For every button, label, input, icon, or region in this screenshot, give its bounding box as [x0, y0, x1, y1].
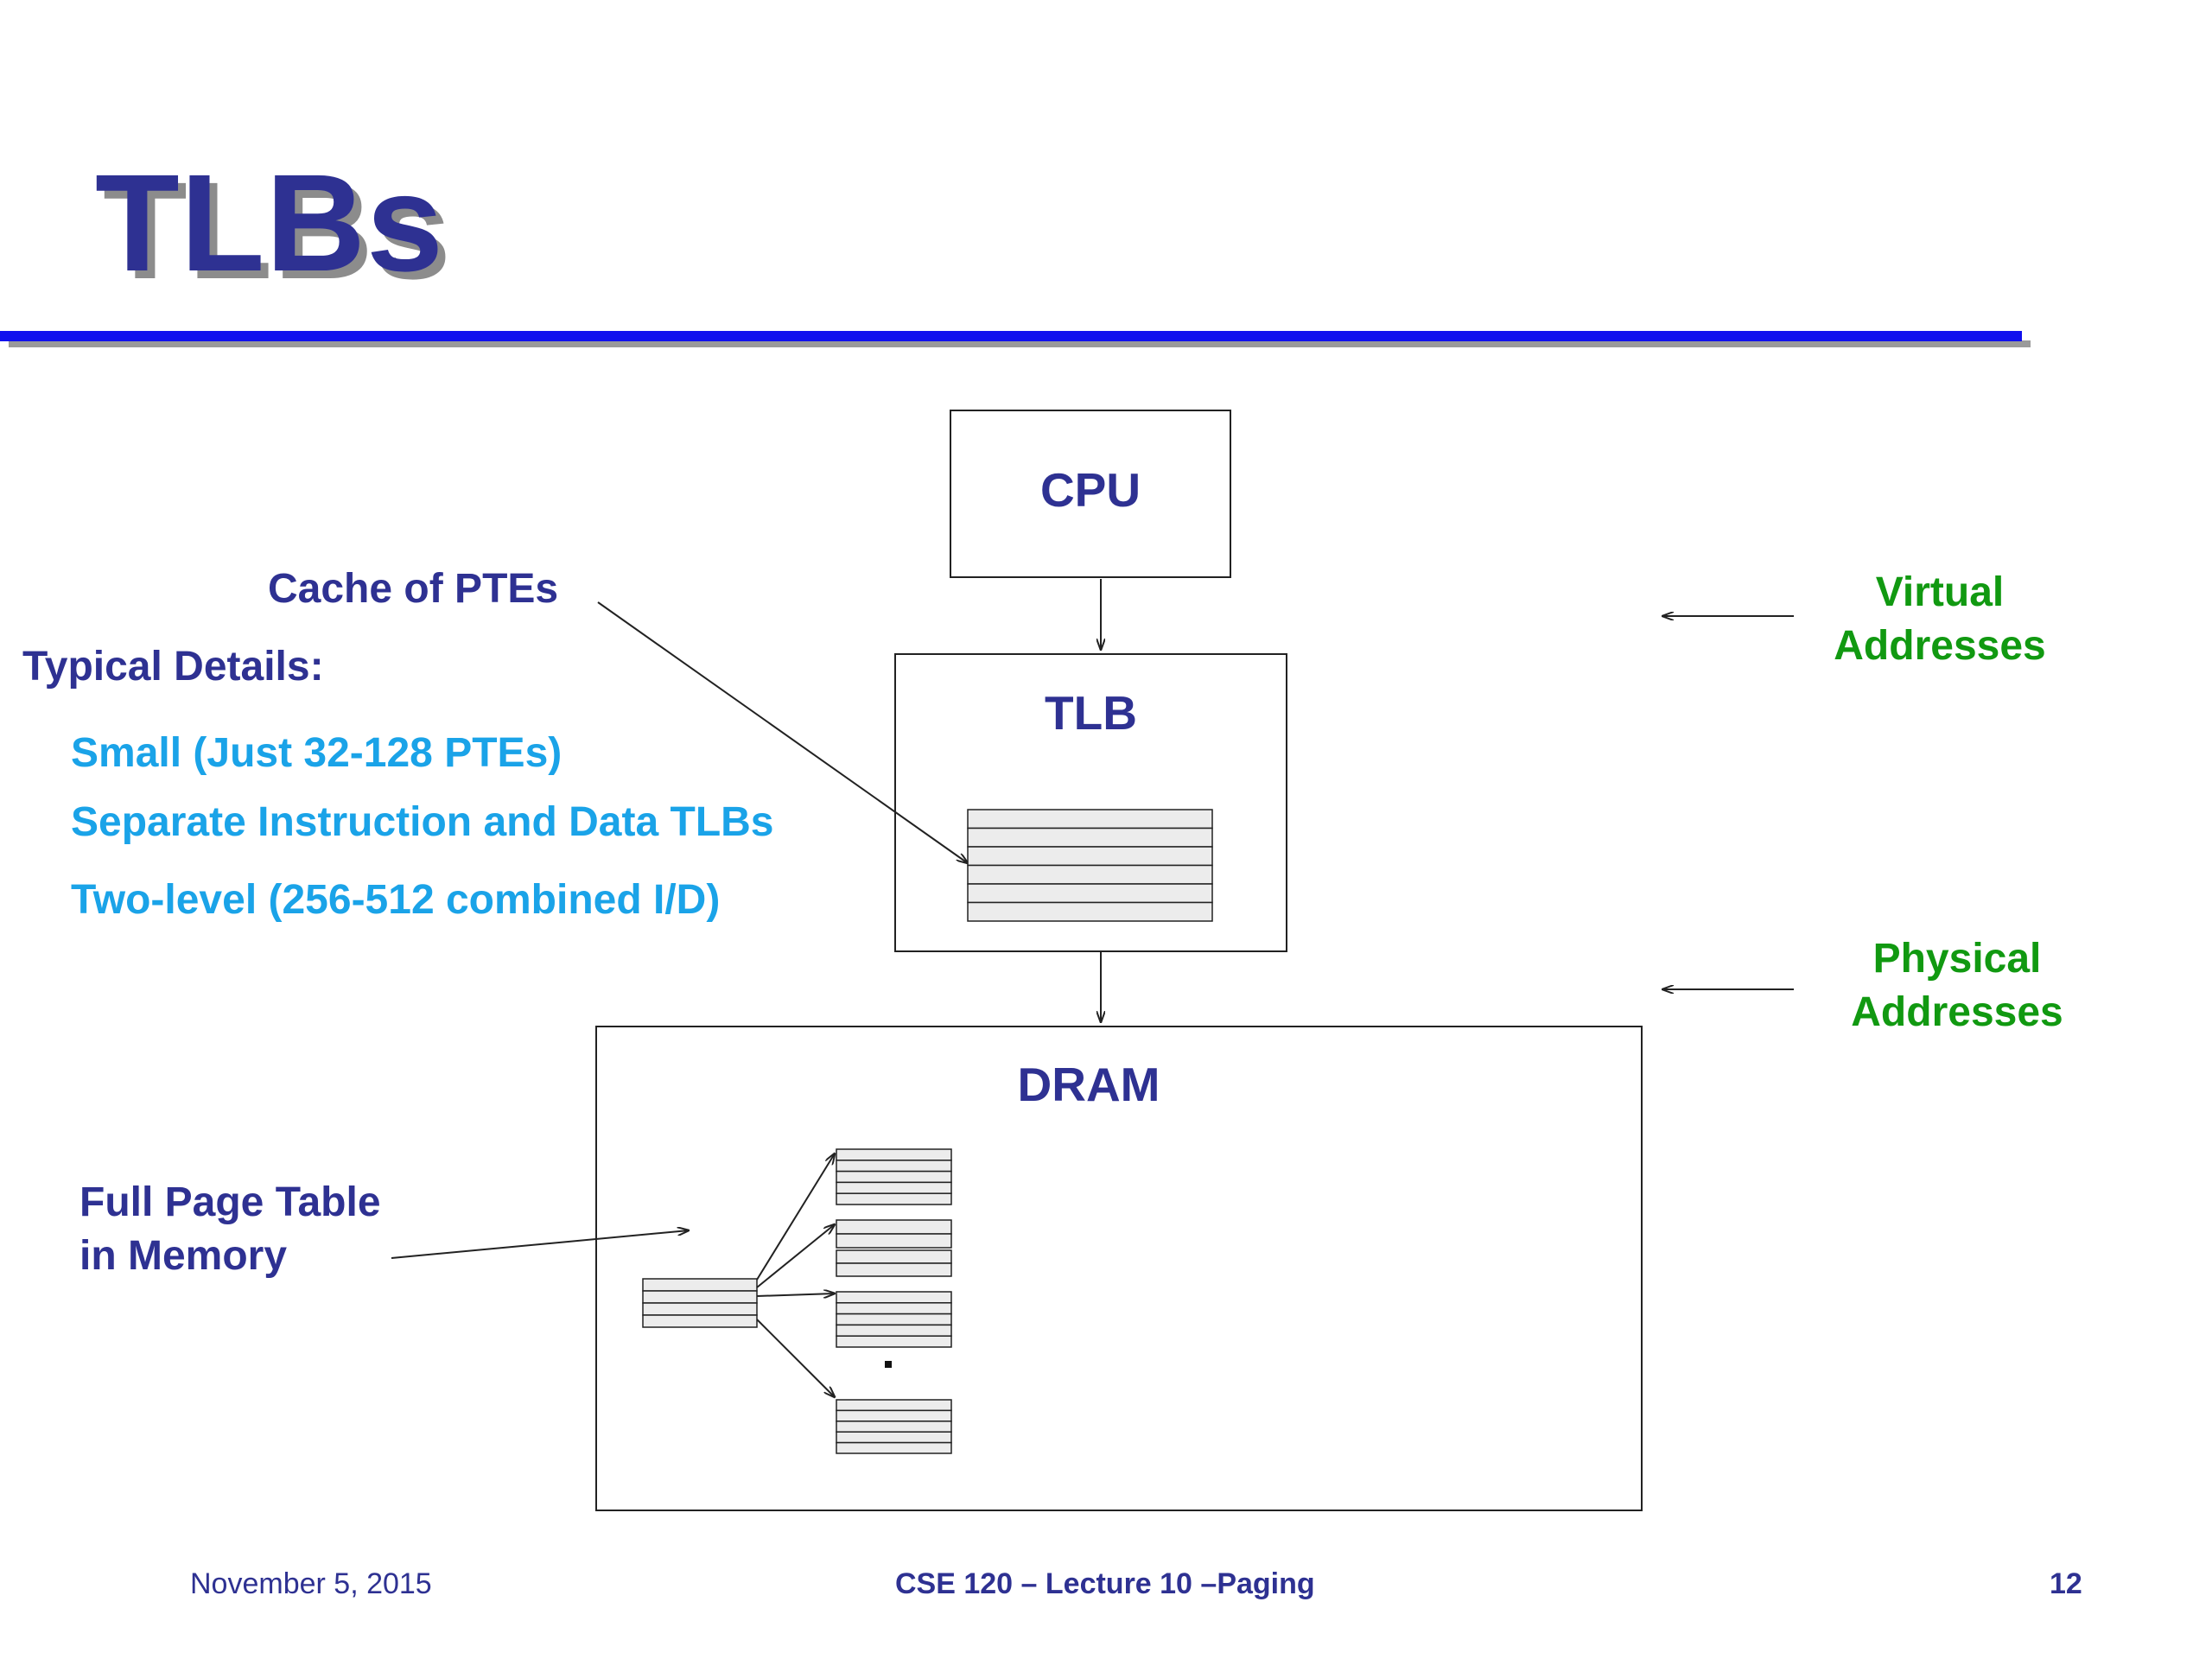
- second-level-page-table: [836, 1219, 952, 1277]
- footer-course: CSE 120 – Lecture 10 –Paging: [895, 1567, 1315, 1600]
- second-level-page-table: [836, 1291, 952, 1348]
- page-table-link-arrow: [756, 1319, 835, 1397]
- full-page-table-arrow: [391, 1230, 689, 1259]
- tlb-entry-table: [967, 809, 1213, 922]
- full-page-table-label-line2: in Memory: [79, 1233, 288, 1279]
- virtual-addresses-label-line1: Virtual: [1875, 569, 2005, 615]
- tlb-box: [894, 653, 1287, 952]
- cpu-label: CPU: [1039, 463, 1141, 517]
- cache-of-ptes-arrow: [597, 601, 968, 863]
- cpu-box: [950, 410, 1231, 578]
- footer-date: November 5, 2015: [190, 1567, 432, 1600]
- detail-item: Separate Instruction and Data TLBs: [71, 799, 774, 845]
- detail-item: Small (Just 32-128 PTEs): [71, 730, 563, 776]
- cache-of-ptes-label: Cache of PTEs: [268, 566, 559, 612]
- footer-page-number: 12: [2050, 1567, 2082, 1600]
- dram-label: DRAM: [1017, 1058, 1160, 1111]
- full-page-table-label-line1: Full Page Table: [79, 1179, 381, 1225]
- ellipsis-dot: [885, 1361, 892, 1368]
- physical-addresses-label-line2: Addresses: [1851, 989, 2063, 1035]
- slide-title: TLBs: [95, 145, 444, 300]
- detail-item: Two-level (256-512 combined I/D): [71, 877, 721, 923]
- dram-box: [595, 1026, 1643, 1511]
- typical-details-heading: Typical Details:: [22, 644, 324, 690]
- page-table-link-arrow: [756, 1294, 835, 1296]
- top-level-page-table: [642, 1278, 758, 1328]
- title-rule: [0, 331, 2031, 347]
- page-table-link-arrow: [756, 1224, 835, 1288]
- second-level-page-table: [836, 1148, 952, 1205]
- second-level-page-table: [836, 1399, 952, 1454]
- tlb-label: TLB: [1045, 686, 1137, 740]
- virtual-addresses-label-line2: Addresses: [1834, 623, 2046, 669]
- page-table-link-arrow: [756, 1154, 835, 1281]
- physical-addresses-label-line1: Physical: [1872, 936, 2042, 982]
